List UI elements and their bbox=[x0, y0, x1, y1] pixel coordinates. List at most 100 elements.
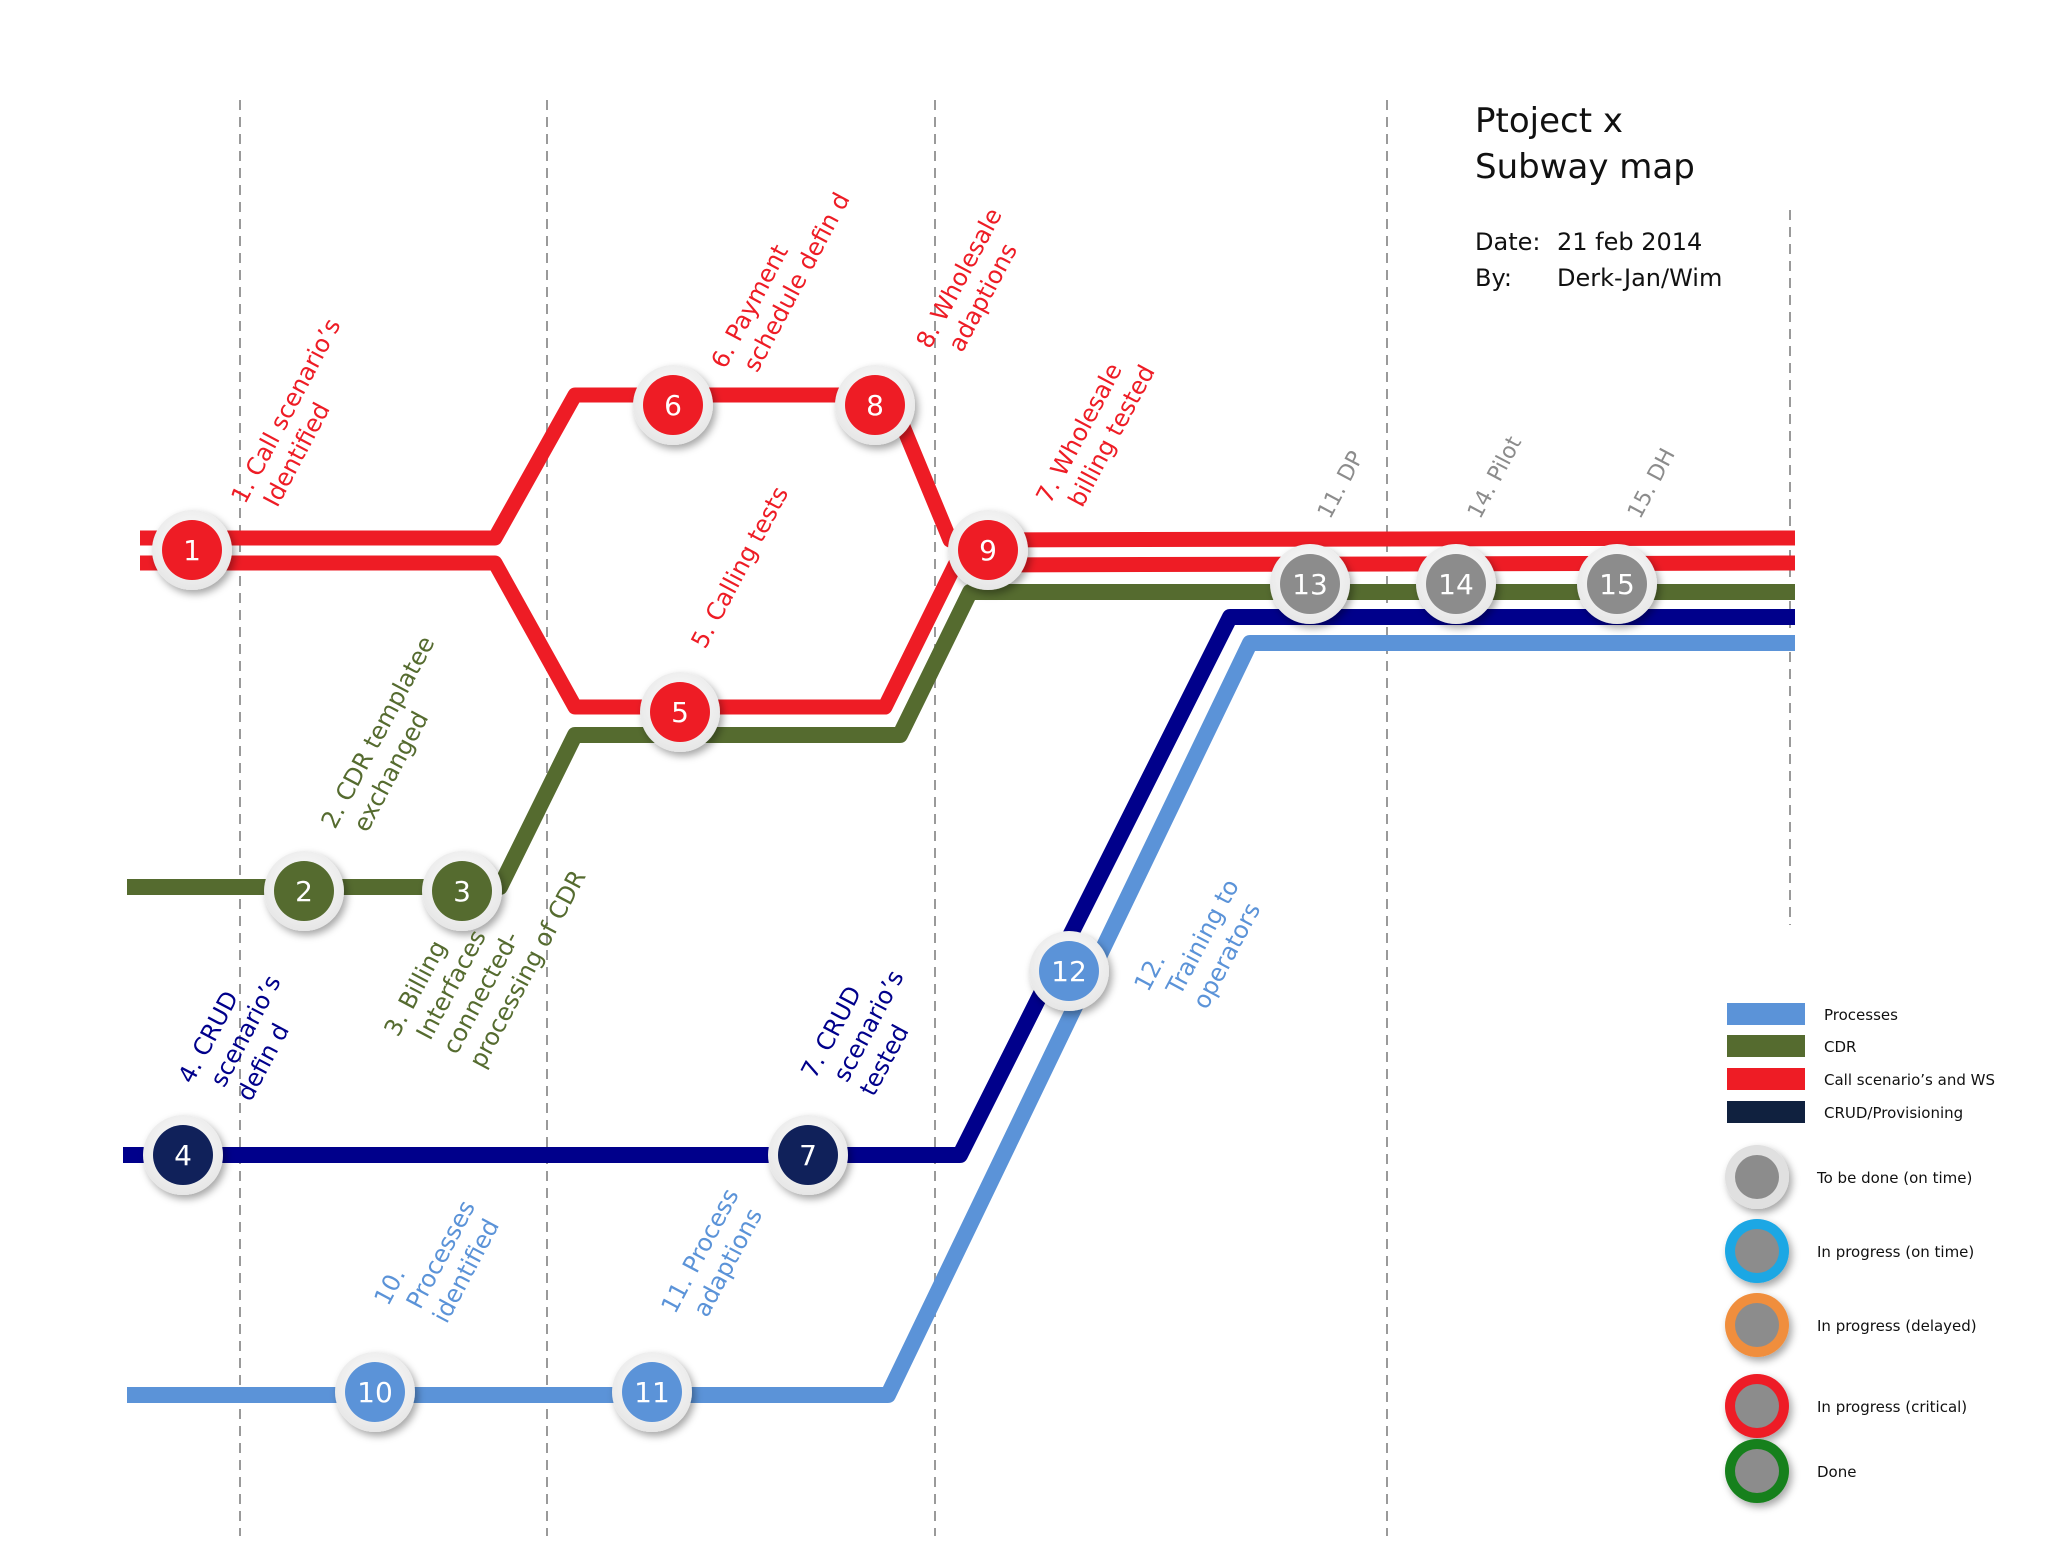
legend-status-dot bbox=[1735, 1303, 1779, 1347]
station-label-12: 12.Training tooperators bbox=[1129, 860, 1272, 1024]
processes-line bbox=[127, 635, 1795, 1403]
legend-status-item: In progress (delayed) bbox=[1725, 1293, 1977, 1357]
station-labels: 1. Call scenario’sIdentified 6. Paymentsc… bbox=[173, 174, 1681, 1338]
station-dot bbox=[643, 375, 703, 435]
station-2: 2 bbox=[264, 851, 344, 931]
station-dot bbox=[153, 1125, 213, 1185]
station-9: 9 bbox=[948, 510, 1028, 590]
station-14: 14 bbox=[1416, 544, 1496, 624]
station-dot bbox=[1039, 941, 1099, 1001]
legend-status-dot bbox=[1735, 1384, 1779, 1428]
legend-status-item: In progress (critical) bbox=[1725, 1374, 1967, 1438]
legend-line-label: Call scenario’s and WS bbox=[1824, 1071, 1995, 1089]
station-dot bbox=[345, 1362, 405, 1422]
author-row: By: Derk-Jan/Wim bbox=[1475, 260, 1722, 296]
station-10: 10 bbox=[335, 1352, 415, 1432]
station-label-3: 8. Wholesaleadaptions bbox=[911, 203, 1035, 366]
station-7: 7 bbox=[768, 1115, 848, 1195]
legend-line-item: CDR bbox=[1727, 1035, 1856, 1057]
station-number: 11 bbox=[634, 1376, 670, 1409]
station-label-11: 11. Processadaptions bbox=[656, 1184, 771, 1332]
station-dot bbox=[432, 861, 492, 921]
station-dot bbox=[845, 375, 905, 435]
call-line-lower bbox=[140, 555, 1796, 715]
legend-line-swatch bbox=[1727, 1035, 1805, 1057]
station-label-15: 15. DH bbox=[1623, 444, 1681, 522]
station-12: 12 bbox=[1029, 931, 1109, 1011]
station-number: 3 bbox=[453, 875, 471, 908]
legend-line-swatch bbox=[1727, 1068, 1805, 1090]
station-dot bbox=[1426, 554, 1486, 614]
station-label-4: 7. Wholesalebilling tested bbox=[1031, 346, 1161, 522]
station-8: 8 bbox=[835, 365, 915, 445]
station-number: 12 bbox=[1051, 955, 1087, 988]
crud-line bbox=[123, 609, 1795, 1163]
station-dot bbox=[274, 861, 334, 921]
legend-line-label: CRUD/Provisioning bbox=[1824, 1104, 1963, 1122]
station-label-5: 5. Calling tests bbox=[686, 482, 795, 653]
station-label-line: 11. DP bbox=[1313, 447, 1369, 522]
call-line-upper bbox=[140, 387, 1796, 548]
legend-status-label: In progress (on time) bbox=[1817, 1243, 1974, 1261]
station-11: 11 bbox=[612, 1352, 692, 1432]
legend-line-label: CDR bbox=[1824, 1038, 1856, 1056]
station-label-8: 4. CRUDscenario’sdefin d bbox=[173, 957, 313, 1116]
legend-status-label: In progress (delayed) bbox=[1817, 1317, 1977, 1335]
author-value: Derk-Jan/Wim bbox=[1557, 264, 1723, 292]
station-label-line: 14. Pilot bbox=[1463, 432, 1527, 523]
station-number: 7 bbox=[799, 1139, 817, 1172]
author-label: By: bbox=[1475, 264, 1513, 292]
station-number: 13 bbox=[1292, 568, 1328, 601]
title-block: Ptoject x Subway map Date: 21 feb 2014 B… bbox=[1475, 98, 1722, 296]
legend-status-label: In progress (critical) bbox=[1817, 1398, 1967, 1416]
station-number: 15 bbox=[1599, 568, 1635, 601]
station-number: 4 bbox=[174, 1139, 192, 1172]
station-label-1: 1. Call scenario’sIdentified bbox=[226, 314, 373, 522]
legend-line-item: CRUD/Provisioning bbox=[1727, 1101, 1963, 1123]
station-number: 6 bbox=[664, 389, 682, 422]
station-label-line: 15. DH bbox=[1623, 444, 1681, 522]
legend-status-label: Done bbox=[1817, 1463, 1856, 1481]
legend-status-dot bbox=[1735, 1229, 1779, 1273]
project-title: Ptoject x bbox=[1475, 101, 1623, 141]
station-dot bbox=[1280, 554, 1340, 614]
station-label-13: 11. DP bbox=[1313, 447, 1369, 522]
station-label-14: 14. Pilot bbox=[1463, 432, 1527, 523]
station-label-9: 7. CRUDscenario’stested bbox=[796, 952, 936, 1111]
legend-status-item: In progress (on time) bbox=[1725, 1219, 1974, 1283]
station-dot bbox=[650, 682, 710, 742]
station-dot bbox=[1587, 554, 1647, 614]
stations: 1 6 8 9 5 2 3 4 7 10 11 12 13 14 15 bbox=[143, 365, 1657, 1432]
subway-lines bbox=[123, 387, 1796, 1403]
station-number: 9 bbox=[979, 534, 997, 567]
legend-status-item: Done bbox=[1725, 1439, 1856, 1503]
station-label-10: 10.Processesidentified bbox=[369, 1182, 508, 1338]
station-5: 5 bbox=[640, 672, 720, 752]
station-number: 5 bbox=[671, 696, 689, 729]
date-value: 21 feb 2014 bbox=[1557, 228, 1703, 256]
station-number: 10 bbox=[357, 1376, 393, 1409]
station-number: 14 bbox=[1438, 568, 1474, 601]
station-dot bbox=[622, 1362, 682, 1422]
station-6: 6 bbox=[633, 365, 713, 445]
station-15: 15 bbox=[1577, 544, 1657, 624]
station-dot bbox=[162, 520, 222, 580]
station-4: 4 bbox=[143, 1115, 223, 1195]
legend-line-item: Processes bbox=[1727, 1003, 1898, 1025]
station-1: 1 bbox=[152, 510, 232, 590]
station-number: 2 bbox=[295, 875, 313, 908]
station-13: 13 bbox=[1270, 544, 1350, 624]
legend-status-label: To be done (on time) bbox=[1816, 1169, 1972, 1187]
station-label-6: 2. CDR templateeexchanged bbox=[316, 631, 467, 846]
station-dot bbox=[778, 1125, 838, 1185]
station-dot bbox=[958, 520, 1018, 580]
map-subtitle: Subway map bbox=[1475, 147, 1695, 187]
legend-line-swatch bbox=[1727, 1101, 1805, 1123]
date-label: Date: bbox=[1475, 228, 1541, 256]
station-label-2: 6. Paymentschedule defin d bbox=[706, 174, 856, 387]
station-number: 8 bbox=[866, 389, 884, 422]
legend-line-item: Call scenario’s and WS bbox=[1727, 1068, 1995, 1090]
